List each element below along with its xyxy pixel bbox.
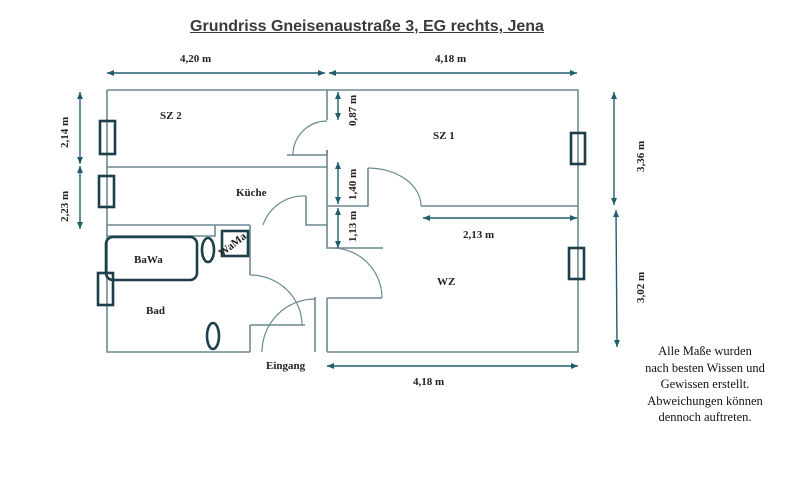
dim-right-lower: 3,02 m	[635, 272, 647, 303]
radiator-icon	[569, 131, 587, 166]
fixtures	[96, 119, 587, 351]
room-label-bawa: BaWa	[134, 254, 163, 266]
room-label-bad: Bad	[146, 305, 165, 317]
radiator-icon	[96, 271, 115, 307]
room-label-kueche: Küche	[236, 187, 267, 199]
dim-left-upper: 2,14 m	[59, 117, 71, 148]
dim-1-40: 1,40 m	[347, 169, 359, 200]
room-labels: SZ 2 SZ 1 Küche BaWa WaMa Bad WZ Eingang	[134, 110, 455, 372]
disclaimer-note: Alle Maße wurden nach besten Wissen und …	[645, 344, 765, 424]
washing-machine-icon	[220, 229, 250, 258]
radiator-icon	[98, 119, 117, 156]
dim-2-13: 2,13 m	[463, 229, 494, 241]
dim-bottom: 4,18 m	[413, 376, 444, 388]
radiator-icon	[567, 246, 586, 281]
dim-top-right: 4,18 m	[435, 53, 466, 65]
sink-icon	[200, 236, 216, 264]
dim-left-lower: 2,23 m	[59, 191, 71, 222]
toilet-icon	[205, 321, 221, 351]
radiator-icon	[97, 174, 116, 209]
door-arcs	[249, 120, 422, 353]
dim-right-upper: 3,36 m	[635, 141, 647, 172]
bathtub-icon	[104, 235, 199, 282]
dimension-labels: 4,20 m 4,18 m 2,14 m 2,23 m 0,87 m 1,40 …	[59, 53, 647, 388]
dim-top-left: 4,20 m	[180, 53, 211, 65]
room-label-sz2: SZ 2	[160, 110, 182, 122]
room-label-wz: WZ	[437, 276, 455, 288]
dimension-lines	[77, 70, 620, 369]
room-label-sz1: SZ 1	[433, 130, 455, 142]
walls	[106, 89, 579, 353]
dim-0-87: 0,87 m	[347, 95, 359, 126]
dim-1-13: 1,13 m	[347, 211, 359, 242]
plan-title: Grundriss Gneisenaustraße 3, EG rechts, …	[190, 18, 544, 35]
label-eingang: Eingang	[266, 360, 306, 372]
